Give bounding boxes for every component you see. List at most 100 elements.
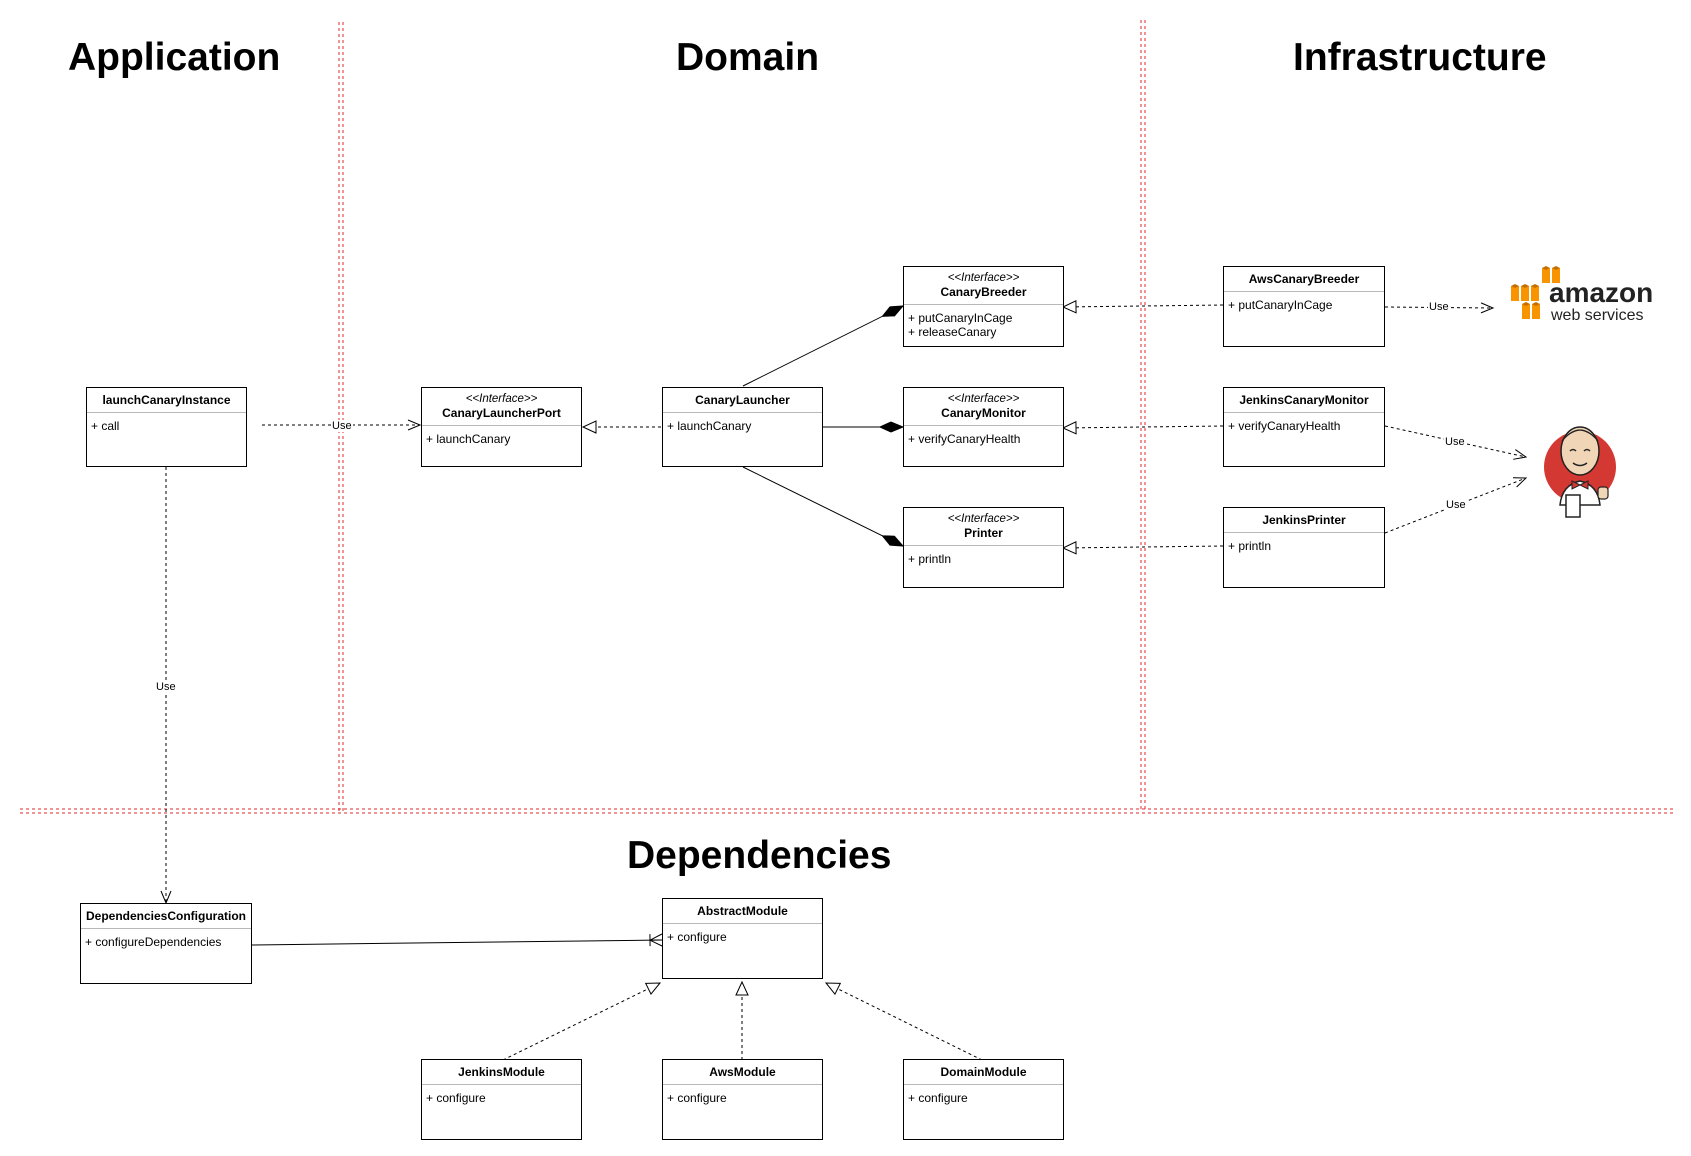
operation: + launchCanary — [426, 432, 511, 446]
class-launch-canary-instance[interactable]: launchCanaryInstance + call — [86, 387, 247, 467]
zone-title-application: Application — [68, 36, 281, 79]
aws-logo: amazon web services — [1511, 266, 1653, 324]
operation: + releaseCanary — [908, 325, 997, 339]
class-canary-launcher-port[interactable]: <<Interface>> CanaryLauncherPort + launc… — [421, 387, 582, 467]
class-operations: + println — [904, 546, 1063, 572]
zone-title-domain: Domain — [676, 36, 820, 79]
class-name: CanaryMonitor — [941, 406, 1026, 420]
jenkins-butler-logo — [1544, 426, 1616, 518]
realization-aws-breeder — [1061, 300, 1224, 314]
realization-jenkins-printer — [1061, 541, 1224, 555]
class-operations: + call — [87, 413, 246, 439]
class-name: AbstractModule — [697, 904, 788, 918]
composition-launcher-breeder — [742, 306, 903, 387]
class-operations: + configureDependencies — [81, 929, 251, 955]
use-connector-jenkins-printer — [1384, 477, 1528, 534]
class-header: JenkinsPrinter — [1224, 508, 1384, 533]
class-header: <<Interface>> CanaryLauncherPort — [422, 388, 581, 426]
class-header: launchCanaryInstance — [87, 388, 246, 413]
operation: + call — [91, 419, 120, 433]
class-operations: + configure — [422, 1085, 581, 1111]
operation: + configureDependencies — [85, 935, 222, 949]
class-operations: + putCanaryInCage + releaseCanary — [904, 305, 1063, 345]
class-operations: + launchCanary — [663, 413, 822, 439]
class-operations: + verifyCanaryHealth — [1224, 413, 1384, 439]
class-header: JenkinsCanaryMonitor — [1224, 388, 1384, 413]
class-name: AwsCanaryBreeder — [1248, 272, 1360, 286]
class-header: DependenciesConfiguration — [81, 904, 251, 929]
class-operations: + configure — [904, 1085, 1063, 1111]
class-name: CanaryBreeder — [940, 285, 1027, 299]
aws-cubes-icon — [1511, 268, 1560, 319]
class-name: Printer — [964, 526, 1003, 540]
operation: + configure — [667, 1091, 727, 1105]
class-name: JenkinsCanaryMonitor — [1239, 393, 1369, 407]
class-header: DomainModule — [904, 1060, 1063, 1085]
operation: + configure — [426, 1091, 486, 1105]
class-header: JenkinsModule — [422, 1060, 581, 1085]
realization-jenkins-monitor — [1061, 421, 1224, 435]
use-label-aws: Use — [1428, 301, 1450, 313]
class-canary-breeder[interactable]: <<Interface>> CanaryBreeder + putCanaryI… — [903, 266, 1064, 347]
class-domain-module[interactable]: DomainModule + configure — [903, 1059, 1064, 1140]
class-aws-canary-breeder[interactable]: AwsCanaryBreeder + putCanaryInCage — [1223, 266, 1385, 347]
class-canary-monitor[interactable]: <<Interface>> CanaryMonitor + verifyCana… — [903, 387, 1064, 467]
class-name: JenkinsPrinter — [1262, 513, 1346, 527]
zone-title-infrastructure: Infrastructure — [1293, 36, 1547, 79]
class-jenkins-printer[interactable]: JenkinsPrinter + println — [1223, 507, 1385, 588]
class-operations: + configure — [663, 1085, 822, 1111]
operation: + putCanaryInCage — [1228, 298, 1333, 312]
class-header: <<Interface>> Printer — [904, 508, 1063, 546]
association-config-module — [251, 933, 663, 947]
composition-launcher-printer — [742, 466, 903, 546]
realization-jenkins-module — [502, 982, 662, 1061]
operation: + putCanaryInCage — [908, 311, 1013, 325]
realization-domain-module — [824, 982, 983, 1061]
class-jenkins-module[interactable]: JenkinsModule + configure — [421, 1059, 582, 1140]
class-operations: + putCanaryInCage — [1224, 292, 1384, 318]
class-operations: + println — [1224, 533, 1384, 559]
class-name: AwsModule — [709, 1065, 776, 1079]
class-printer[interactable]: <<Interface>> Printer + println — [903, 507, 1064, 588]
use-label-app-deps: Use — [155, 681, 177, 693]
class-name: CanaryLauncher — [695, 393, 790, 407]
class-stereotype: <<Interface>> — [947, 513, 1020, 525]
use-label-app-port: Use — [331, 420, 353, 432]
class-dependencies-configuration[interactable]: DependenciesConfiguration + configureDep… — [80, 903, 252, 984]
aws-logo-subtitle: web services — [1550, 307, 1643, 324]
class-name: DependenciesConfiguration — [85, 909, 246, 923]
class-canary-launcher[interactable]: CanaryLauncher + launchCanary — [662, 387, 823, 467]
class-stereotype: <<Interface>> — [947, 393, 1020, 405]
operation: + launchCanary — [667, 419, 752, 433]
class-header: <<Interface>> CanaryMonitor — [904, 388, 1063, 426]
class-name: CanaryLauncherPort — [442, 406, 561, 420]
class-aws-module[interactable]: AwsModule + configure — [662, 1059, 823, 1140]
class-name: launchCanaryInstance — [102, 393, 231, 407]
use-label-jenkins-printer: Use — [1445, 499, 1467, 511]
aws-logo-word: amazon — [1549, 277, 1653, 308]
zone-title-dependencies: Dependencies — [627, 834, 892, 877]
class-stereotype: <<Interface>> — [947, 272, 1020, 284]
class-operations: + verifyCanaryHealth — [904, 426, 1063, 452]
class-jenkins-canary-monitor[interactable]: JenkinsCanaryMonitor + verifyCanaryHealt… — [1223, 387, 1385, 467]
class-abstract-module[interactable]: AbstractModule + configure — [662, 898, 823, 979]
class-name: DomainModule — [940, 1065, 1027, 1079]
class-header: AwsModule — [663, 1060, 822, 1085]
class-operations: + launchCanary — [422, 426, 581, 452]
operation: + println — [908, 552, 952, 566]
use-label-jenkins-monitor: Use — [1444, 436, 1466, 448]
operation: + verifyCanaryHealth — [908, 432, 1021, 446]
zone-separators — [20, 20, 1676, 814]
operation: + verifyCanaryHealth — [1228, 419, 1341, 433]
class-stereotype: <<Interface>> — [465, 393, 538, 405]
class-header: AwsCanaryBreeder — [1224, 267, 1384, 292]
operation: + configure — [667, 930, 727, 944]
class-name: JenkinsModule — [458, 1065, 545, 1079]
class-header: CanaryLauncher — [663, 388, 822, 413]
operation: + configure — [908, 1091, 968, 1105]
class-header: AbstractModule — [663, 899, 822, 924]
class-header: <<Interface>> CanaryBreeder — [904, 267, 1063, 305]
class-operations: + configure — [663, 924, 822, 950]
